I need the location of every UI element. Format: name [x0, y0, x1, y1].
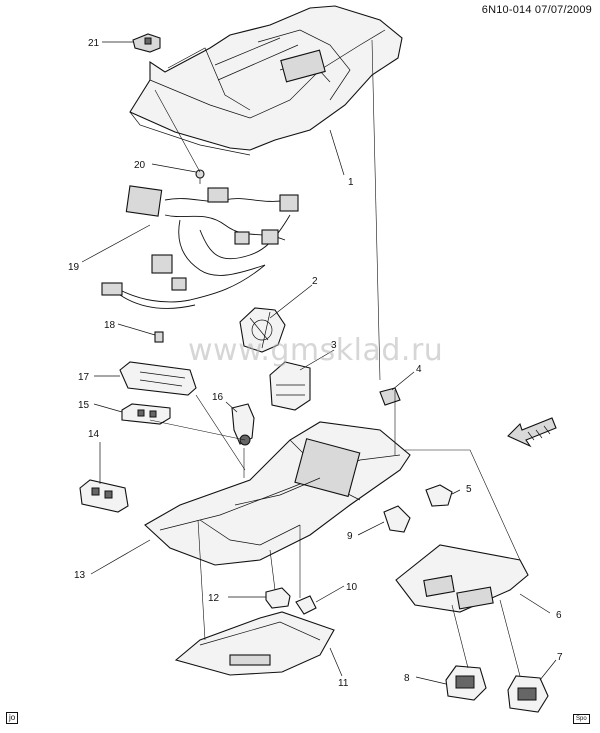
- callout-3: 3: [331, 340, 337, 351]
- callout-12: 12: [208, 593, 220, 604]
- callout-20: 20: [134, 160, 146, 171]
- callout-19: 19: [68, 262, 80, 273]
- callout-2: 2: [312, 276, 318, 287]
- part-4-clip: [379, 387, 401, 406]
- callout-9: 9: [347, 531, 353, 542]
- callout-11: 11: [338, 678, 349, 689]
- callout-7: 7: [557, 652, 563, 663]
- callout-5: 5: [466, 484, 472, 495]
- callout-16: 16: [212, 392, 224, 403]
- corner-tag-right: Spo: [573, 714, 590, 724]
- callout-13: 13: [74, 570, 86, 581]
- part-14-switch: [79, 479, 129, 513]
- callout-18: 18: [104, 320, 116, 331]
- part-5-lens: [425, 484, 453, 507]
- part-10-bulb: [295, 595, 317, 615]
- part-13-console-housing: [144, 421, 411, 566]
- part-15-switch-strip: [121, 403, 171, 425]
- diagram-code: 6N10-014 07/07/2009: [481, 4, 592, 16]
- part-18-screw: [154, 331, 164, 343]
- callout-1: 1: [348, 177, 354, 188]
- callout-numbers: 21 20 1 19 2 3 4 18 17 15 16 14 5 9 13 6…: [68, 38, 563, 689]
- part-8-switch: [445, 665, 487, 701]
- callout-17: 17: [78, 372, 90, 383]
- callout-4: 4: [416, 364, 422, 375]
- part-6-lamp-lens: [395, 544, 529, 613]
- part-17-module: [119, 361, 197, 396]
- leader-lines: [81, 41, 557, 685]
- watermark: www.gmsklad.ru: [188, 333, 444, 368]
- part-11-lens-cover: [174, 611, 335, 676]
- front-arrow-icon: [507, 417, 557, 448]
- alignment-lines: [149, 39, 521, 677]
- part-9-socket: [383, 505, 411, 533]
- part-2-socket: [239, 307, 286, 353]
- callout-21: 21: [88, 38, 100, 49]
- part-3-switch: [269, 361, 311, 411]
- part-21-clip: [132, 33, 161, 53]
- part-7-switch: [507, 675, 549, 713]
- corner-tag-left: jo: [6, 712, 19, 724]
- callout-10: 10: [346, 582, 358, 593]
- callout-8: 8: [404, 673, 410, 684]
- callout-6: 6: [556, 610, 562, 621]
- part-20-screw: [195, 169, 205, 184]
- part-19-wiring-harness: [101, 185, 299, 309]
- part-16-bulb: [231, 403, 255, 446]
- part-1-frame: [129, 5, 403, 156]
- part-12-socket: [265, 587, 291, 609]
- callout-15: 15: [78, 400, 90, 411]
- callout-14: 14: [88, 429, 100, 440]
